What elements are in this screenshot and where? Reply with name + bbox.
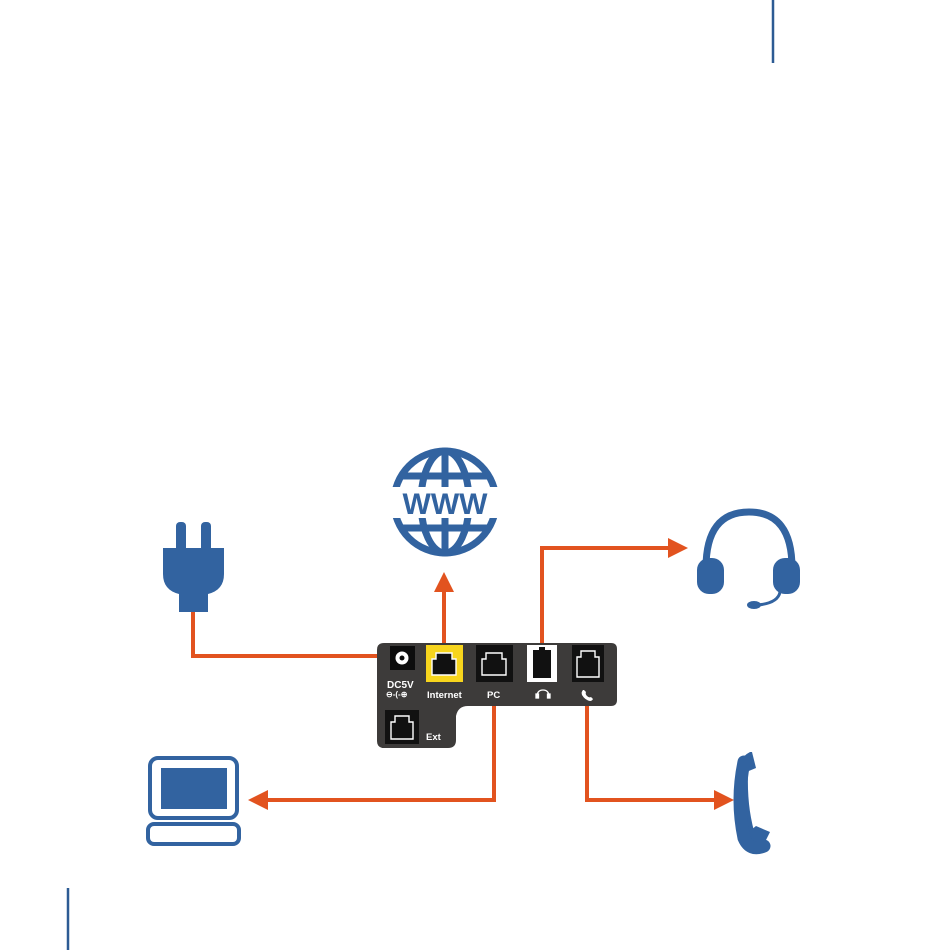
computer-icon bbox=[148, 758, 239, 844]
headset-port bbox=[527, 645, 557, 682]
power-port bbox=[390, 646, 415, 670]
svg-text:WWW: WWW bbox=[403, 488, 489, 521]
power-polarity-label: ⊖-(-⊕ bbox=[386, 690, 408, 699]
handset-port bbox=[572, 645, 604, 682]
pc-port bbox=[476, 645, 513, 682]
ext-port bbox=[385, 710, 419, 744]
pc-connection-arrow bbox=[256, 706, 494, 800]
pc-port-label: PC bbox=[487, 690, 500, 701]
internet-port-label: Internet bbox=[427, 690, 463, 701]
headset-icon bbox=[697, 512, 800, 609]
headset-connection-arrow bbox=[542, 548, 680, 646]
www-globe-icon: WWW bbox=[386, 451, 504, 553]
phone-handset-icon bbox=[739, 752, 770, 848]
power-plug-icon bbox=[163, 522, 224, 612]
phone-back-panel: DC5V ⊖-(-⊕ Internet PC bbox=[377, 643, 617, 748]
internet-port bbox=[426, 645, 463, 682]
handset-connection-arrow bbox=[587, 706, 726, 800]
ext-port-label: Ext bbox=[426, 732, 442, 743]
power-connection-line bbox=[193, 610, 395, 656]
